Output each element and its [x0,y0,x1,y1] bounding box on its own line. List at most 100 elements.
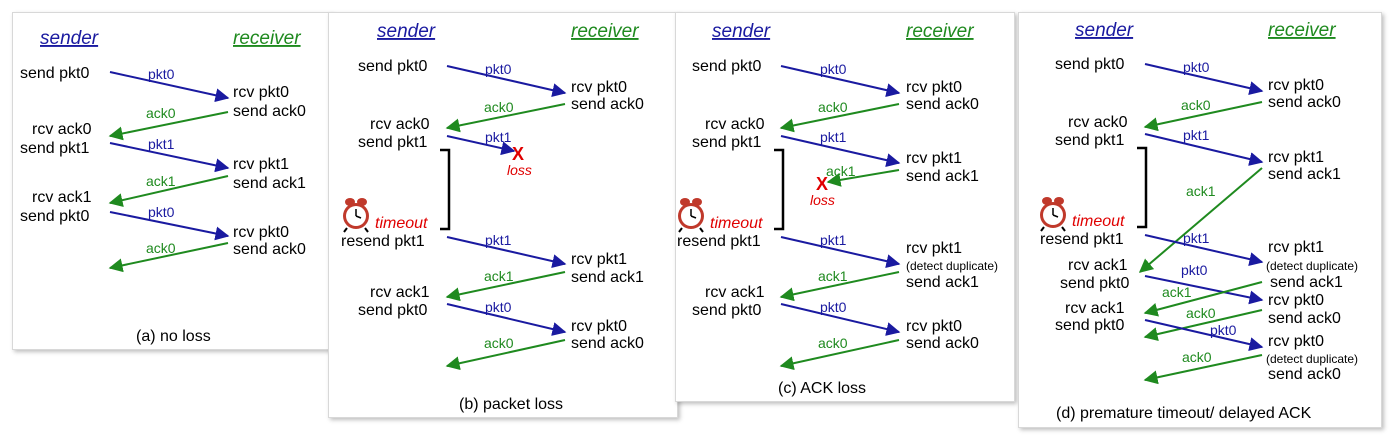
event-send-ack1: send ack1 [1270,274,1343,291]
msg-ack1-delayed: ack1 [1186,183,1216,199]
msg-pkt0: pkt0 [1210,322,1237,338]
event-send-pkt0: send pkt0 [1055,56,1124,73]
msg-pkt0: pkt0 [485,299,512,315]
event-send-ack0: send ack0 [906,96,979,113]
msg-pkt1: pkt1 [1183,230,1210,246]
event-send-pkt1: send pkt1 [692,134,761,151]
alarm-clock-icon [342,197,370,233]
event-detect-duplicate: (detect duplicate) [1266,259,1358,273]
msg-pkt0: pkt0 [820,299,847,315]
panel-c-ack-loss [675,12,1015,402]
timeout-bracket [1137,146,1148,229]
event-rcv-pkt0: rcv pkt0 [571,318,627,335]
caption-d: (d) premature timeout/ delayed ACK [1056,405,1312,422]
panel-d-content: sender receiver send pkt0 pkt0 rcv pkt0 … [1039,20,1358,422]
msg-pkt0: pkt0 [485,61,512,77]
sender-header: sender [712,21,771,42]
event-rcv-pkt0: rcv pkt0 [571,79,627,96]
caption-b: (b) packet loss [459,396,563,413]
msg-pkt0: pkt0 [148,66,175,82]
event-rcv-ack0: rcv ack0 [1068,114,1128,131]
event-send-ack1: send ack1 [1268,166,1341,183]
event-rcv-ack0: rcv ack0 [32,121,92,138]
event-resend-pkt1: resend pkt1 [341,233,425,250]
msg-pkt1: pkt1 [485,232,512,248]
msg-pkt0: pkt0 [148,204,175,220]
event-rcv-pkt0: rcv pkt0 [1268,333,1324,350]
msg-pkt1: pkt1 [820,129,847,145]
event-send-ack0: send ack0 [233,103,306,120]
panel-a-no-loss [12,12,332,350]
msg-pkt1: pkt1 [820,232,847,248]
timeout-label: timeout [710,215,763,232]
event-rcv-pkt0: rcv pkt0 [906,79,962,96]
msg-pkt1: pkt1 [485,129,512,145]
event-resend-pkt1: resend pkt1 [677,233,761,250]
msg-pkt1: pkt1 [1183,127,1210,143]
event-rcv-pkt1: rcv pkt1 [906,150,962,167]
msg-ack0: ack0 [484,335,514,351]
event-send-pkt0: send pkt0 [692,58,761,75]
event-send-ack0: send ack0 [1268,366,1341,383]
event-send-pkt0: send pkt0 [358,58,427,75]
event-send-pkt0: send pkt0 [20,65,89,82]
event-rcv-pkt0: rcv pkt0 [906,318,962,335]
event-send-ack0: send ack0 [1268,94,1341,111]
event-send-pkt0: send pkt0 [20,208,89,225]
receiver-header: receiver [571,21,639,42]
msg-ack0: ack0 [146,105,176,121]
event-rcv-pkt0: rcv pkt0 [233,84,289,101]
msg-ack1: ack1 [146,173,176,189]
timeout-bracket [440,148,451,231]
event-rcv-ack1: rcv ack1 [1065,300,1125,317]
sender-header: sender [377,21,436,42]
event-send-ack0: send ack0 [233,241,306,258]
loss-x-mark: X [816,174,828,194]
msg-ack0: ack0 [1182,349,1212,365]
event-send-pkt0: send pkt0 [692,302,761,319]
msg-ack0: ack0 [818,99,848,115]
msg-pkt0: pkt0 [1183,59,1210,75]
msg-ack1: ack1 [826,163,856,179]
msg-ack0: ack0 [146,240,176,256]
msg-ack1: ack1 [484,268,514,284]
event-rcv-pkt1: rcv pkt1 [1268,149,1324,166]
event-rcv-ack1: rcv ack1 [1068,257,1128,274]
timeout-bracket [774,148,785,231]
event-send-ack0: send ack0 [571,96,644,113]
event-send-ack1: send ack1 [906,274,979,291]
event-send-ack1: send ack1 [233,175,306,192]
receiver-header: receiver [1268,20,1336,41]
event-detect-duplicate: (detect duplicate) [906,259,998,273]
event-rcv-pkt1: rcv pkt1 [571,251,627,268]
timeout-label: timeout [1072,213,1125,230]
event-rcv-pkt1: rcv pkt1 [906,240,962,257]
event-rcv-ack1: rcv ack1 [32,189,92,206]
event-send-ack0: send ack0 [571,335,644,352]
msg-ack0: ack0 [1181,97,1211,113]
msg-pkt0: pkt0 [820,61,847,77]
msg-pkt1: pkt1 [148,136,175,152]
event-send-ack0: send ack0 [1268,310,1341,327]
msg-ack0: ack0 [484,99,514,115]
loss-label: loss [810,192,835,208]
alarm-clock-icon [1039,196,1067,232]
event-rcv-pkt1: rcv pkt1 [233,156,289,173]
event-send-pkt1: send pkt1 [20,140,89,157]
event-resend-pkt1: resend pkt1 [1040,231,1124,248]
event-send-ack1: send ack1 [571,269,644,286]
msg-ack0: ack0 [818,335,848,351]
receiver-header: receiver [906,21,974,42]
panel-a-content: sender receiver send pkt0 pkt0 rcv pkt0 … [20,28,306,345]
msg-ack1: ack1 [1162,284,1192,300]
loss-label: loss [507,162,532,178]
loss-x-mark: X [512,144,524,164]
panel-b-content: sender receiver send pkt0 pkt0 rcv pkt0 … [341,21,644,413]
msg-ack1: ack1 [818,268,848,284]
event-send-pkt1: send pkt1 [358,134,427,151]
event-send-pkt0: send pkt0 [358,302,427,319]
event-send-ack1: send ack1 [906,168,979,185]
event-detect-duplicate: (detect duplicate) [1266,352,1358,366]
event-rcv-pkt1: rcv pkt1 [1268,239,1324,256]
